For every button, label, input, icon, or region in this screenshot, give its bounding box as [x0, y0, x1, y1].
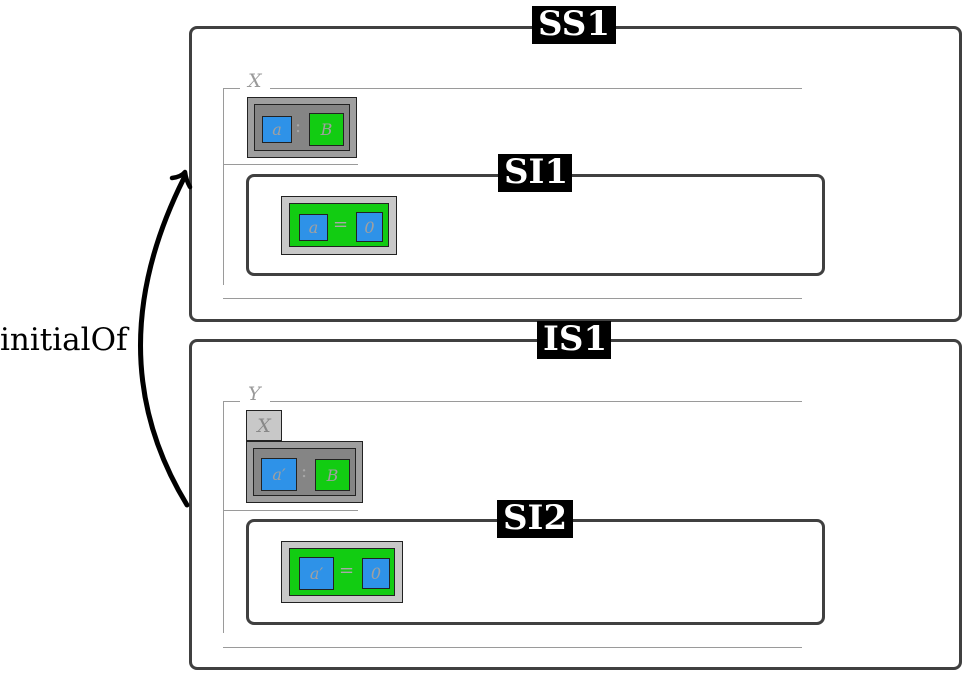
declaration-colon: : — [295, 116, 302, 137]
type-slot: B — [309, 113, 344, 146]
context-bottom-line — [223, 647, 802, 648]
initialof-arrow — [138, 175, 190, 508]
variable-slot: a′ — [261, 458, 297, 491]
context-bottom-line — [223, 298, 802, 299]
parent-context-tag: X — [246, 410, 282, 441]
equation-inner: a = 0 — [289, 203, 389, 247]
declaration-inner: a′ : B — [253, 448, 356, 496]
declaration-block: a′ : B — [246, 441, 363, 503]
arrowhead-icon — [169, 169, 193, 190]
declaration-inner: a : B — [254, 104, 350, 151]
equals-sign: = — [333, 214, 349, 235]
variable-slot: a — [299, 214, 328, 241]
scope-ss1-title: SS1 — [532, 6, 616, 44]
declaration-colon: : — [301, 461, 308, 482]
equation-block: a′ = 0 — [281, 541, 403, 603]
value-slot: 0 — [356, 212, 383, 242]
equation-block: a = 0 — [281, 196, 397, 255]
context-top-line — [223, 88, 240, 89]
variable-slot: a — [262, 116, 292, 143]
scope-si1-title: SI1 — [498, 154, 572, 192]
context-left-line — [223, 88, 224, 285]
context-label-x: X — [244, 71, 266, 91]
variable-slot: a′ — [299, 557, 334, 590]
type-slot: B — [315, 459, 350, 491]
scope-si2-title: SI2 — [497, 500, 573, 538]
equals-sign: = — [339, 560, 355, 581]
context-divider — [223, 164, 358, 165]
context-top-line — [223, 401, 240, 402]
equation-inner: a′ = 0 — [289, 548, 395, 596]
context-top-line — [270, 401, 802, 402]
value-slot: 0 — [362, 558, 390, 589]
context-left-line — [223, 401, 224, 633]
edge-label-initialof: initialOf — [0, 322, 130, 358]
context-label-y: Y — [244, 384, 265, 404]
scope-is1-title: IS1 — [537, 321, 611, 359]
declaration-block: a : B — [247, 97, 357, 158]
context-top-line — [270, 88, 802, 89]
context-divider — [223, 510, 358, 511]
